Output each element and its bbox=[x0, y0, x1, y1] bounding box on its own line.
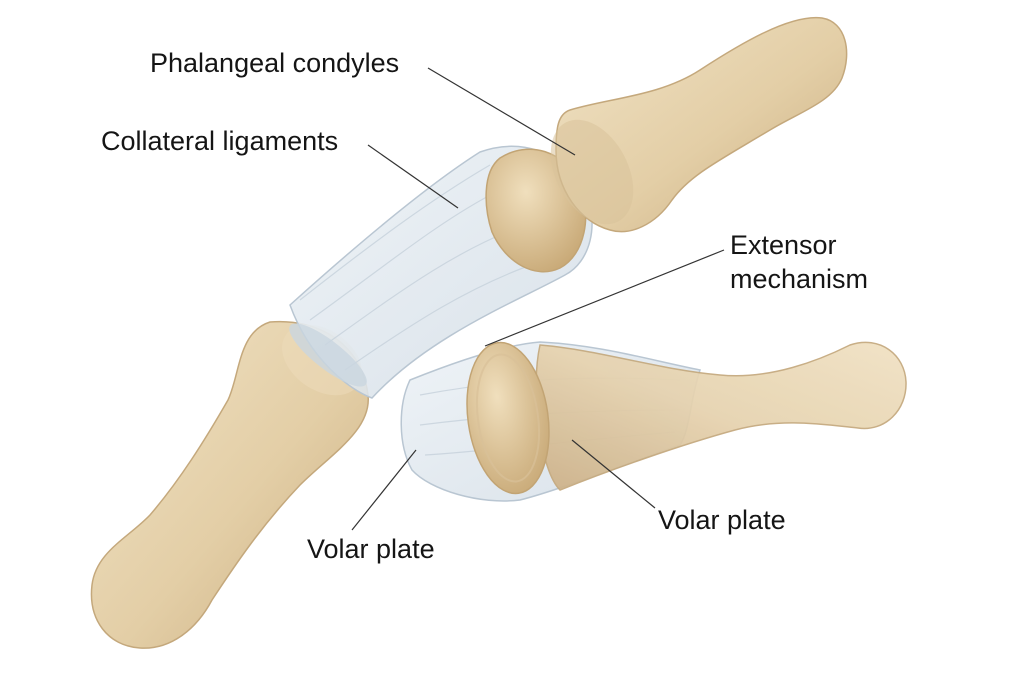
condyle-face bbox=[550, 119, 634, 225]
label-volar-plate-right: Volar plate bbox=[658, 505, 786, 535]
label-phalangeal-condyles: Phalangeal condyles bbox=[150, 48, 400, 78]
label-extensor-mechanism: Extensor mechanism bbox=[730, 228, 868, 296]
leader-lines bbox=[351, 67, 725, 531]
leader-collateral-ligaments bbox=[367, 144, 459, 209]
label-volar-plate-left: Volar plate bbox=[307, 534, 435, 564]
ligament-joint-band bbox=[289, 323, 367, 387]
leader-volar-plate-left bbox=[351, 449, 417, 531]
label-extensor-line1: Extensor bbox=[730, 230, 837, 260]
leader-phalangeal-condyles bbox=[427, 67, 576, 156]
label-extensor-line2: mechanism bbox=[730, 264, 869, 294]
lower-bone-face-rim bbox=[475, 353, 541, 483]
ligament-fibers-upper bbox=[299, 164, 546, 371]
lower-phalanx-bone bbox=[535, 341, 907, 491]
label-collateral-ligaments: Collateral ligaments bbox=[101, 126, 339, 156]
leader-volar-plate-right bbox=[571, 439, 656, 509]
leader-extensor-mechanism bbox=[484, 249, 725, 347]
proximal-phalanx-bone bbox=[90, 320, 369, 649]
